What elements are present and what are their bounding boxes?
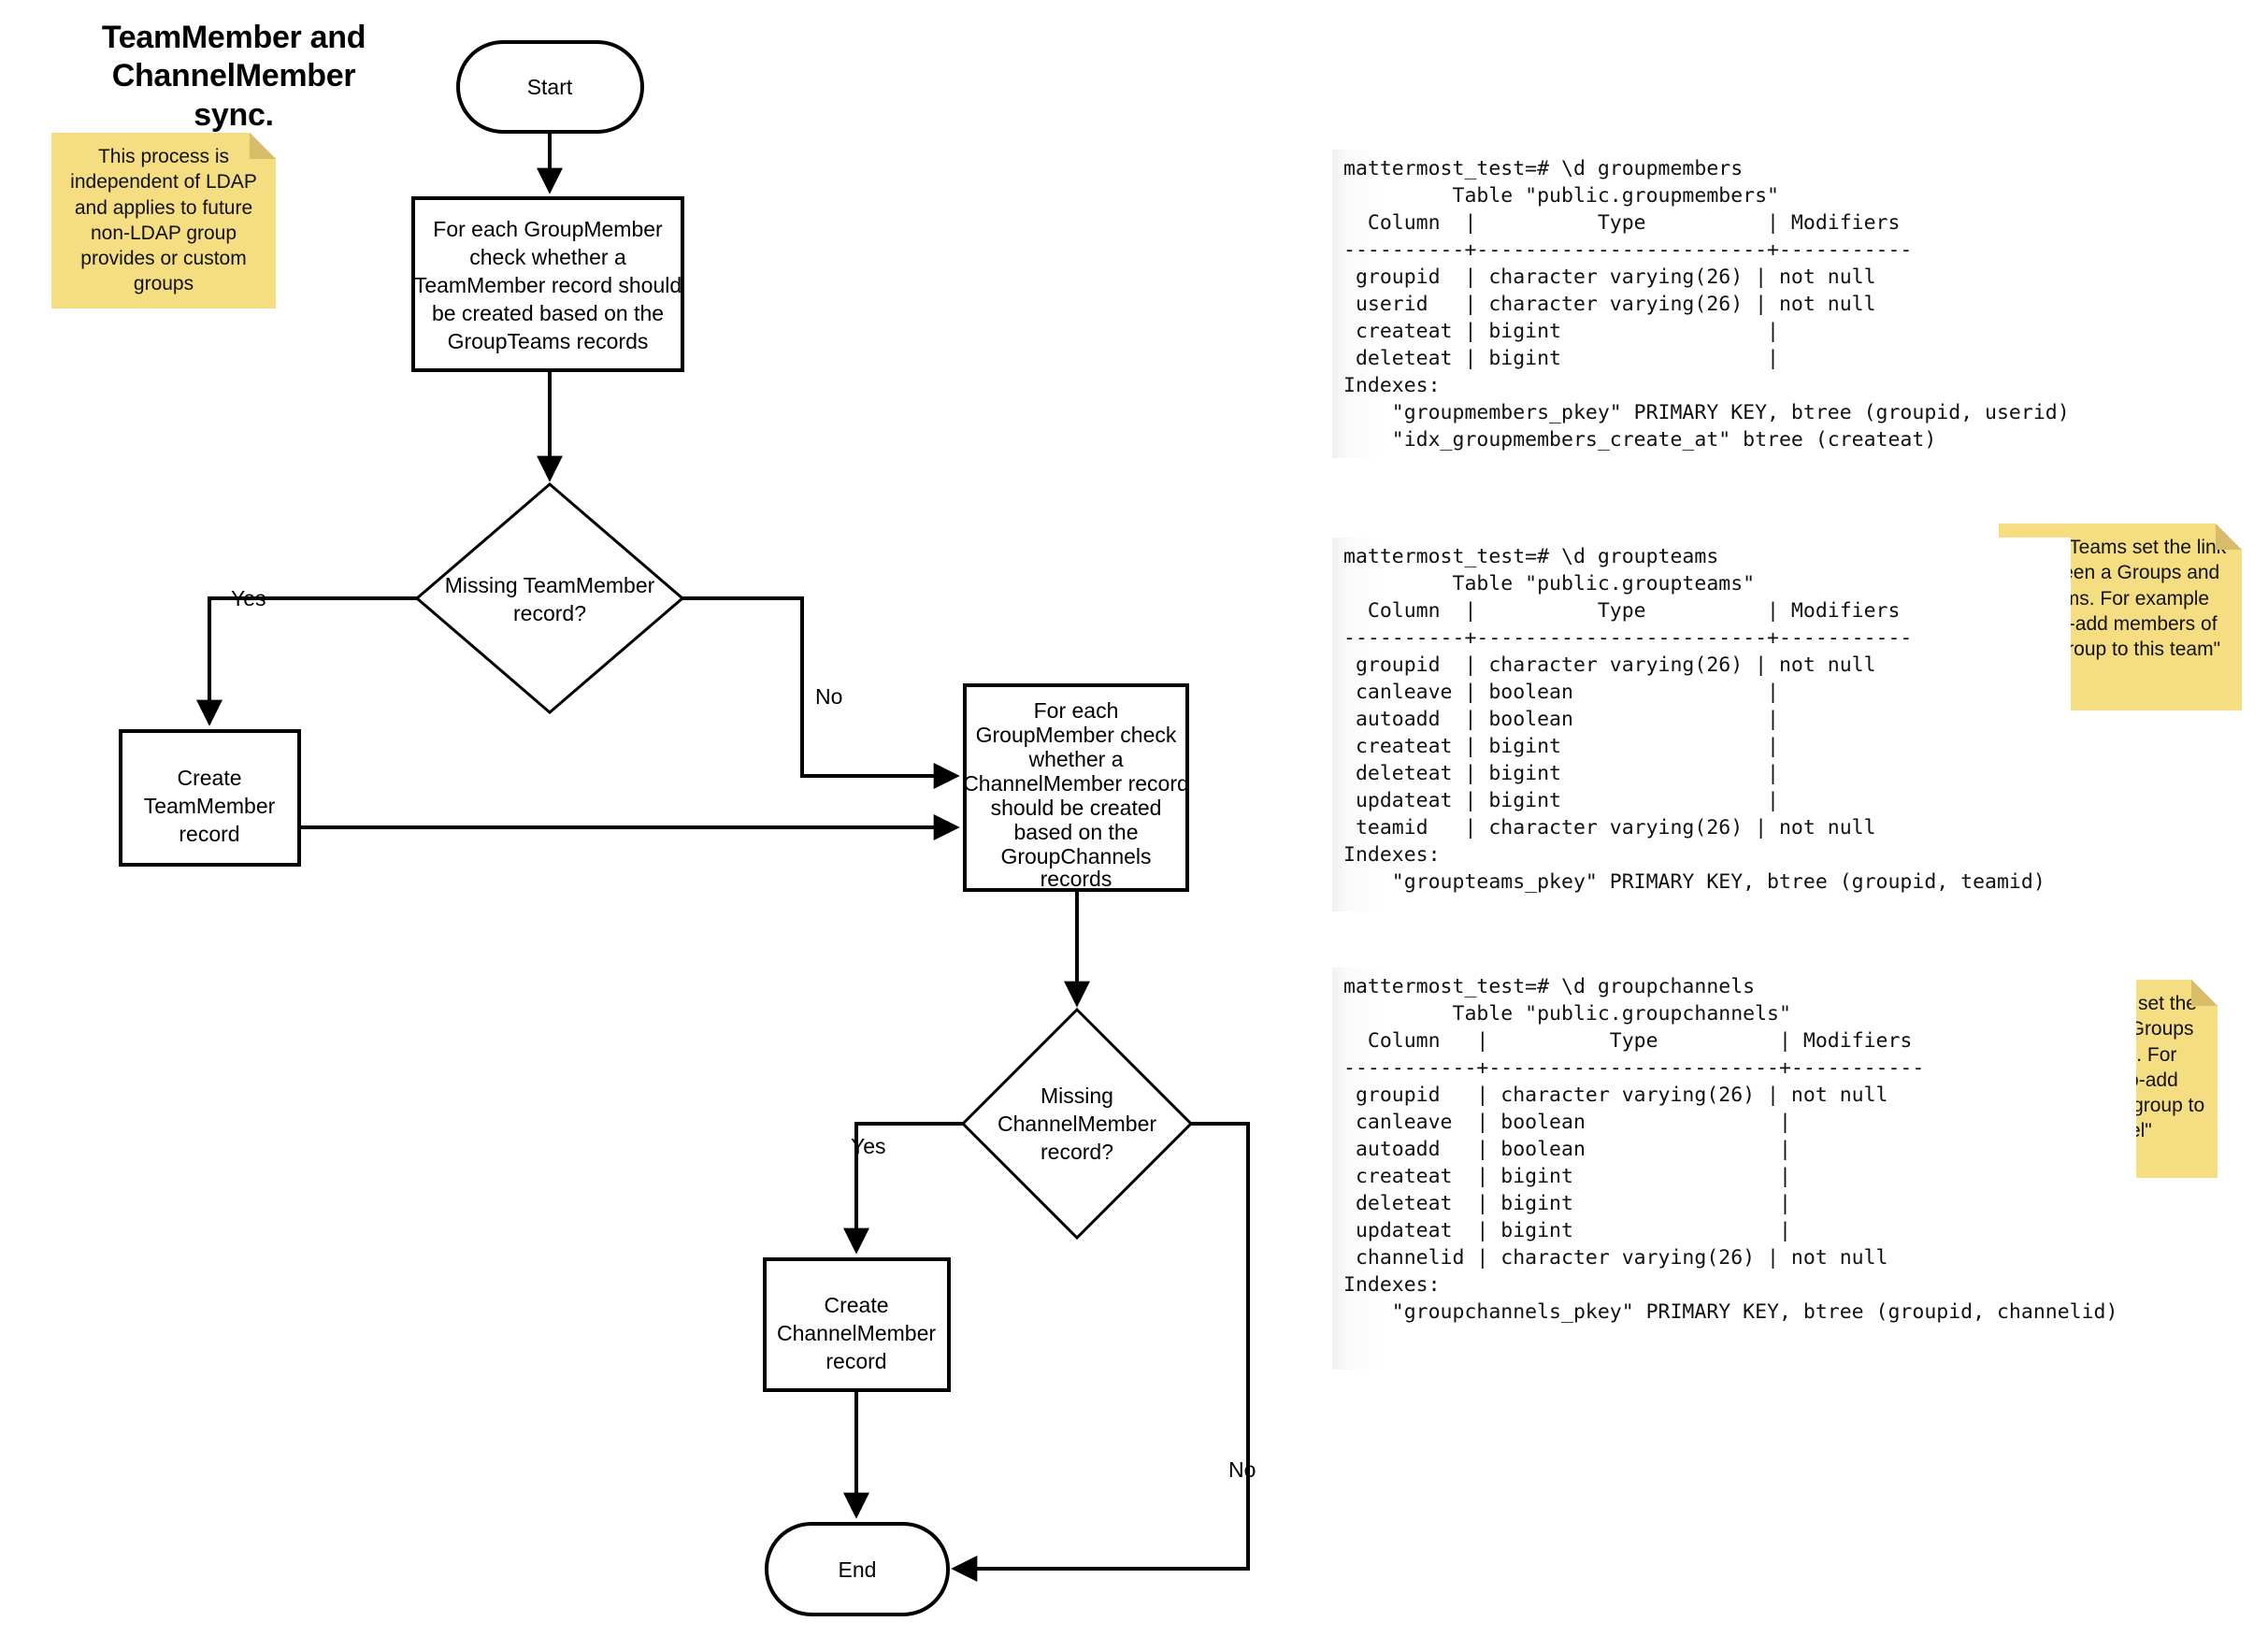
note-fold-icon xyxy=(250,133,276,159)
flowchart: Start For each GroupMember check whether… xyxy=(119,40,1256,1616)
node-end[interactable] xyxy=(765,1522,950,1616)
node-decision-channelmember[interactable] xyxy=(960,1007,1194,1241)
decision-channelmember-line-2: ChannelMember xyxy=(998,1112,1156,1136)
create-teammember-line-3: record xyxy=(179,822,239,846)
decision-teammember-line-1: Missing TeamMember xyxy=(445,573,655,597)
node-decision-teammember[interactable] xyxy=(414,482,685,714)
process-teammember-line-3: TeamMember record should xyxy=(414,273,682,297)
label-no-teammember: No xyxy=(815,684,842,709)
process-channelmember-line-8: records xyxy=(1041,867,1112,891)
node-process-channelmember[interactable] xyxy=(963,683,1189,892)
decision-channelmember-line-1: Missing xyxy=(1041,1083,1113,1108)
process-channelmember-line-6: based on the xyxy=(1013,820,1138,844)
terminal-output-groupmembers: mattermost_test=# \d groupmembers Table … xyxy=(1332,150,2071,458)
process-teammember-line-4: be created based on the xyxy=(432,301,664,325)
process-channelmember-line-5: should be created xyxy=(991,796,1162,820)
note-ldap-text: This process is independent of LDAP and … xyxy=(70,146,257,295)
process-channelmember-line-4: ChannelMember record xyxy=(963,771,1189,796)
terminal-output-groupteams: mattermost_test=# \d groupteams Table "p… xyxy=(1332,538,2071,911)
decision-channelmember-line-3: record? xyxy=(1041,1140,1113,1164)
page-title-line-1: TeamMember and xyxy=(101,20,366,55)
edge-decision1-yes xyxy=(196,596,419,726)
process-channelmember-line-7: GroupChannels xyxy=(1000,844,1151,868)
edge-decision2-no xyxy=(951,1122,1250,1582)
create-teammember-line-1: Create xyxy=(177,766,241,790)
note-fold-icon xyxy=(2216,524,2242,550)
create-teammember-line-2: TeamMember xyxy=(144,794,276,818)
node-start[interactable] xyxy=(456,40,644,134)
process-teammember-line-2: check whether a xyxy=(469,245,626,269)
create-channelmember-line-1: Create xyxy=(824,1293,888,1317)
terminal-output-groupchannels: mattermost_test=# \d groupchannels Table… xyxy=(1332,968,2136,1370)
process-channelmember-line-3: whether a xyxy=(1027,747,1123,771)
create-channelmember-line-3: record xyxy=(825,1349,886,1373)
edge-decision2-yes xyxy=(843,1122,963,1255)
label-yes-channelmember: Yes xyxy=(851,1134,886,1158)
create-channelmember-line-2: ChannelMember xyxy=(777,1321,936,1345)
node-create-teammember[interactable] xyxy=(119,729,301,867)
process-channelmember-line-1: For each xyxy=(1034,698,1119,723)
label-yes-teammember: Yes xyxy=(231,586,266,610)
node-create-channelmember[interactable] xyxy=(763,1257,951,1392)
page-title-line-2: ChannelMember sync. xyxy=(111,58,356,133)
node-start-label: Start xyxy=(527,75,573,99)
decision-teammember-line-2: record? xyxy=(513,601,586,625)
process-teammember-line-5: GroupTeams records xyxy=(448,329,649,353)
node-process-teammember[interactable] xyxy=(411,196,684,372)
label-no-channelmember: No xyxy=(1228,1457,1256,1482)
note-ldap: This process is independent of LDAP and … xyxy=(51,133,280,312)
node-end-label: End xyxy=(839,1557,877,1582)
page-title: TeamMember and ChannelMember sync. xyxy=(79,19,388,135)
note-fold-icon xyxy=(2191,980,2218,1006)
process-teammember-line-1: For each GroupMember xyxy=(433,217,663,241)
process-channelmember-line-2: GroupMember check xyxy=(976,723,1177,747)
edge-decision1-no xyxy=(681,596,960,789)
